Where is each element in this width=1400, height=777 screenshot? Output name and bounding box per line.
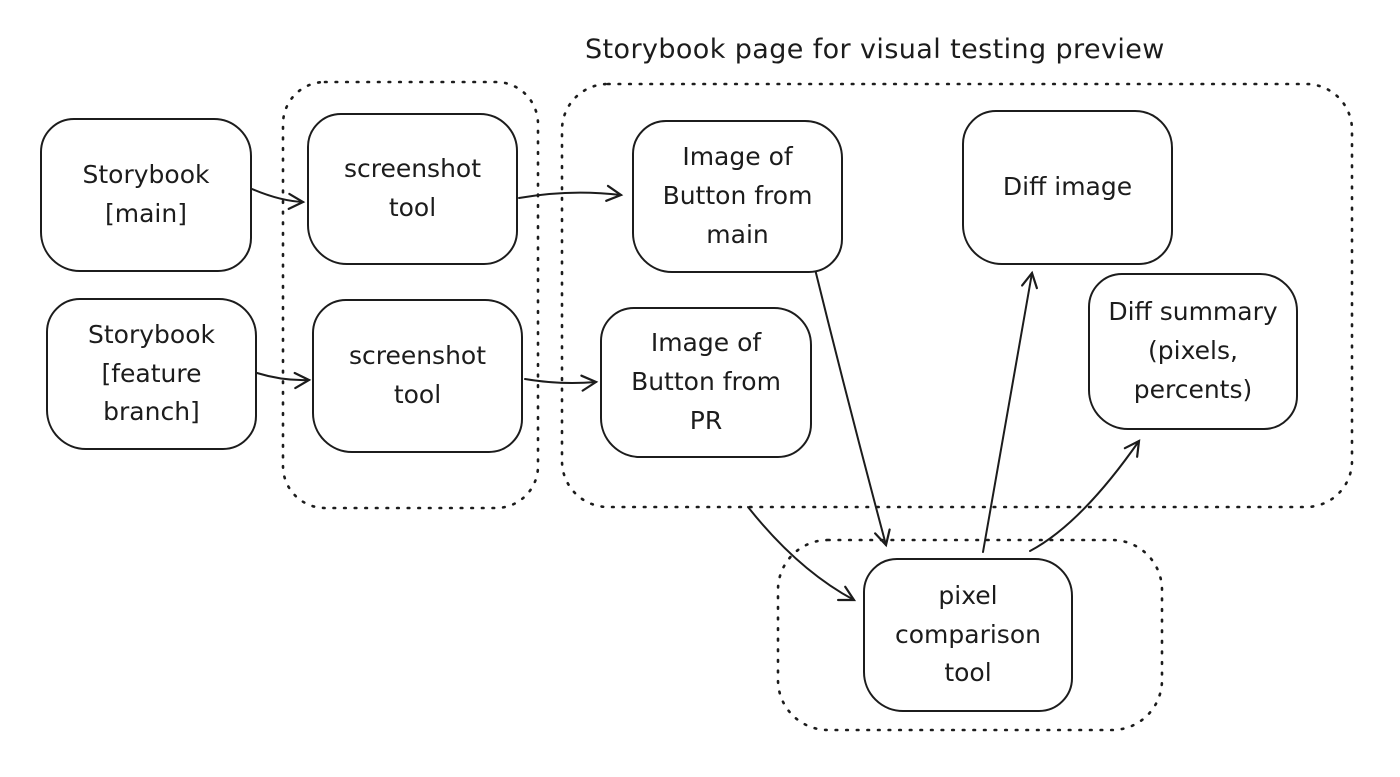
node-label: Diff image: [1002, 172, 1133, 202]
edge-pixel-tool-to-diff-summary: [1029, 439, 1141, 552]
visual-testing-preview-group-outline: [560, 82, 1354, 509]
node-label: screenshot tool: [348, 341, 487, 409]
node-image-button-pr: Image of Button from PR: [600, 307, 812, 458]
node-label: Storybook [feature branch]: [88, 319, 215, 427]
node-label: Diff summary (pixels, percents): [1108, 297, 1278, 404]
node-screenshot-tool-top: screenshot tool: [307, 113, 518, 265]
edge-screenshot-tool-to-image-main: [518, 184, 624, 202]
edge-pixel-tool-to-diff-image: [982, 270, 1039, 553]
node-storybook-feature-branch: Storybook [feature branch]: [46, 298, 257, 450]
node-diff-summary: Diff summary (pixels, percents): [1088, 273, 1298, 430]
node-label: screenshot tool: [343, 154, 482, 222]
edge-image-pr-to-pixel-tool: [747, 506, 857, 602]
node-storybook-main: Storybook [main]: [40, 118, 252, 272]
node-label: Storybook [main]: [82, 160, 210, 228]
node-image-button-main: Image of Button from main: [632, 120, 843, 273]
node-label: Image of Button from main: [662, 142, 813, 249]
node-pixel-comparison-tool: pixel comparison tool: [863, 558, 1073, 712]
node-screenshot-tool-bottom: screenshot tool: [312, 299, 523, 453]
diagram-title: Storybook page for visual testing previe…: [585, 34, 1165, 65]
screenshot-tools-group-outline: [281, 80, 540, 510]
edge-image-main-to-pixel-tool: [812, 260, 891, 548]
edge-storybook-main-to-screenshot-tool: [251, 188, 306, 210]
edge-storybook-feature-to-screenshot-tool: [256, 371, 312, 390]
edge-screenshot-tool-to-image-pr: [524, 374, 599, 392]
node-diff-image: Diff image: [962, 110, 1173, 265]
node-label: pixel comparison tool: [895, 580, 1041, 688]
node-label: Image of Button from PR: [631, 328, 781, 435]
